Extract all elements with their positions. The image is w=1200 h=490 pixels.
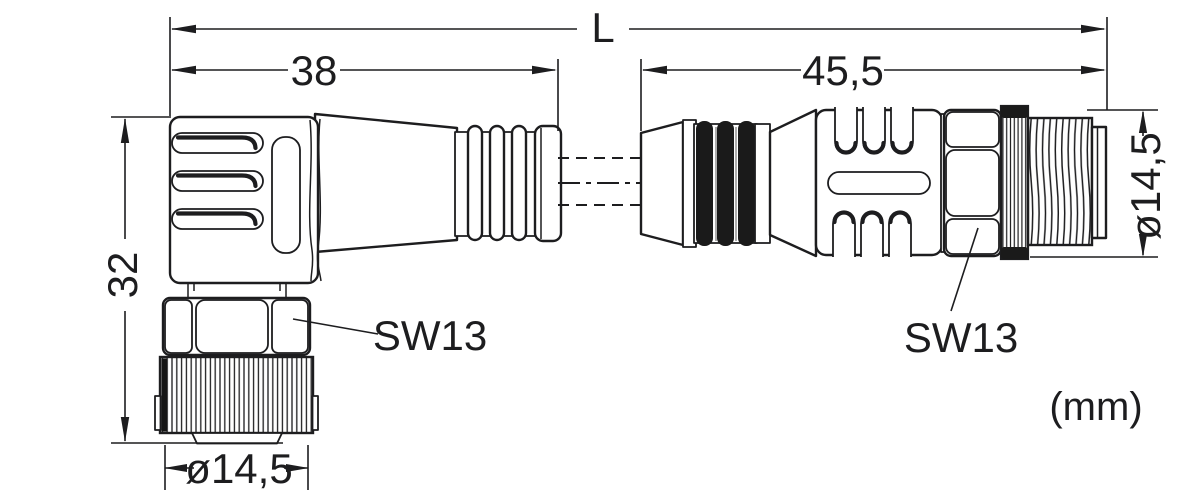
left-boot-cone bbox=[313, 112, 459, 254]
arrowhead bbox=[642, 65, 667, 75]
arrowhead bbox=[1138, 234, 1148, 257]
grip-slot-shadow bbox=[890, 140, 914, 155]
label-right-wrench: SW13 bbox=[904, 314, 1018, 361]
label-left-wrench: SW13 bbox=[373, 312, 487, 359]
left-boot-rib bbox=[488, 124, 506, 242]
arrowhead bbox=[1138, 110, 1148, 133]
grip-slot-shadow bbox=[862, 140, 886, 155]
knurl-side-tab bbox=[311, 395, 319, 431]
dim-left-length: 38 bbox=[171, 47, 557, 94]
dim-label-right-diameter: ø14,5 bbox=[1122, 132, 1169, 239]
seal-ring bbox=[717, 121, 734, 246]
grip-slot-shadow bbox=[832, 210, 856, 225]
hex-flat bbox=[945, 111, 1000, 148]
right-body-cone bbox=[768, 108, 818, 258]
arrowhead bbox=[532, 65, 557, 75]
callout-left-wrench: SW13 bbox=[292, 312, 487, 359]
leader-line bbox=[292, 318, 379, 335]
dim-overall-length: L bbox=[171, 4, 1106, 51]
left-neck bbox=[187, 284, 287, 298]
dim-right-length: 45,5 bbox=[642, 47, 1106, 94]
dim-label-L: L bbox=[591, 4, 614, 51]
knurl-side-tab bbox=[154, 395, 162, 431]
left-grip-slots bbox=[171, 132, 264, 230]
grip-slot-shadow bbox=[175, 173, 258, 189]
left-body-parting-line bbox=[316, 118, 322, 282]
left-hex-nut bbox=[161, 296, 312, 357]
right-hex-nut bbox=[942, 108, 1003, 258]
left-angled-connector bbox=[154, 112, 563, 445]
seal-ring-gap bbox=[715, 127, 737, 241]
dim-left-diameter: ø14,5 bbox=[164, 445, 309, 490]
right-body-recess bbox=[827, 171, 931, 195]
right-straight-connector bbox=[639, 104, 1108, 261]
hex-flat bbox=[164, 299, 193, 354]
arrowhead bbox=[171, 24, 196, 34]
right-entry-cone bbox=[639, 120, 685, 247]
left-knurled-nut bbox=[154, 355, 319, 435]
hex-flat bbox=[945, 149, 1000, 217]
grip-slot-shadow bbox=[175, 211, 258, 227]
seal-ring bbox=[738, 121, 755, 246]
left-body-parting-line bbox=[308, 119, 314, 282]
callout-right-wrench: SW13 bbox=[904, 227, 1018, 361]
knurl-shadow bbox=[161, 358, 168, 432]
right-knurled-ring bbox=[999, 104, 1030, 261]
left-boot-end-cap bbox=[533, 124, 563, 243]
dim-right-diameter: ø14,5 bbox=[1122, 110, 1169, 257]
knurl-ring bbox=[158, 355, 315, 435]
leader-line bbox=[950, 227, 979, 312]
arrowhead bbox=[1081, 24, 1106, 34]
right-male-thread bbox=[1026, 116, 1094, 247]
grip-slot-shadow bbox=[834, 140, 858, 155]
dim-label-left-diameter: ø14,5 bbox=[185, 445, 292, 490]
left-bottom-cap bbox=[191, 432, 283, 445]
dim-label-45-5: 45,5 bbox=[802, 47, 884, 94]
right-collar bbox=[754, 123, 771, 244]
right-seal-rings bbox=[693, 121, 758, 246]
right-connector-tip bbox=[1090, 125, 1108, 240]
knurl-cap bbox=[1001, 247, 1028, 259]
hex-flat bbox=[195, 299, 269, 354]
right-bottom-grip-slots bbox=[832, 210, 912, 257]
grip-slot-shadow bbox=[860, 210, 884, 225]
arrowhead bbox=[120, 417, 130, 442]
units-note: (mm) bbox=[1049, 385, 1142, 429]
arrowhead bbox=[286, 464, 309, 472]
dim-label-32: 32 bbox=[99, 252, 146, 299]
cable-break-lines bbox=[558, 157, 641, 206]
arrowhead bbox=[171, 65, 196, 75]
seal-ring bbox=[696, 121, 713, 246]
grip-slot-shadow bbox=[175, 135, 258, 151]
knurl-cap bbox=[1001, 106, 1028, 118]
hex-flat bbox=[271, 299, 309, 354]
dim-left-height: 32 bbox=[99, 118, 146, 442]
dim-label-38: 38 bbox=[291, 47, 338, 94]
hex-flat bbox=[945, 218, 1000, 255]
arrowhead bbox=[1081, 65, 1106, 75]
arrowhead bbox=[164, 464, 187, 472]
left-boot-rib bbox=[510, 124, 528, 242]
knurl-ring bbox=[999, 104, 1030, 261]
left-boot-rib bbox=[466, 124, 484, 242]
right-top-grip-slots bbox=[834, 107, 914, 155]
left-body-recess bbox=[271, 136, 301, 254]
grip-slot-shadow bbox=[888, 210, 912, 225]
arrowhead bbox=[120, 118, 130, 143]
